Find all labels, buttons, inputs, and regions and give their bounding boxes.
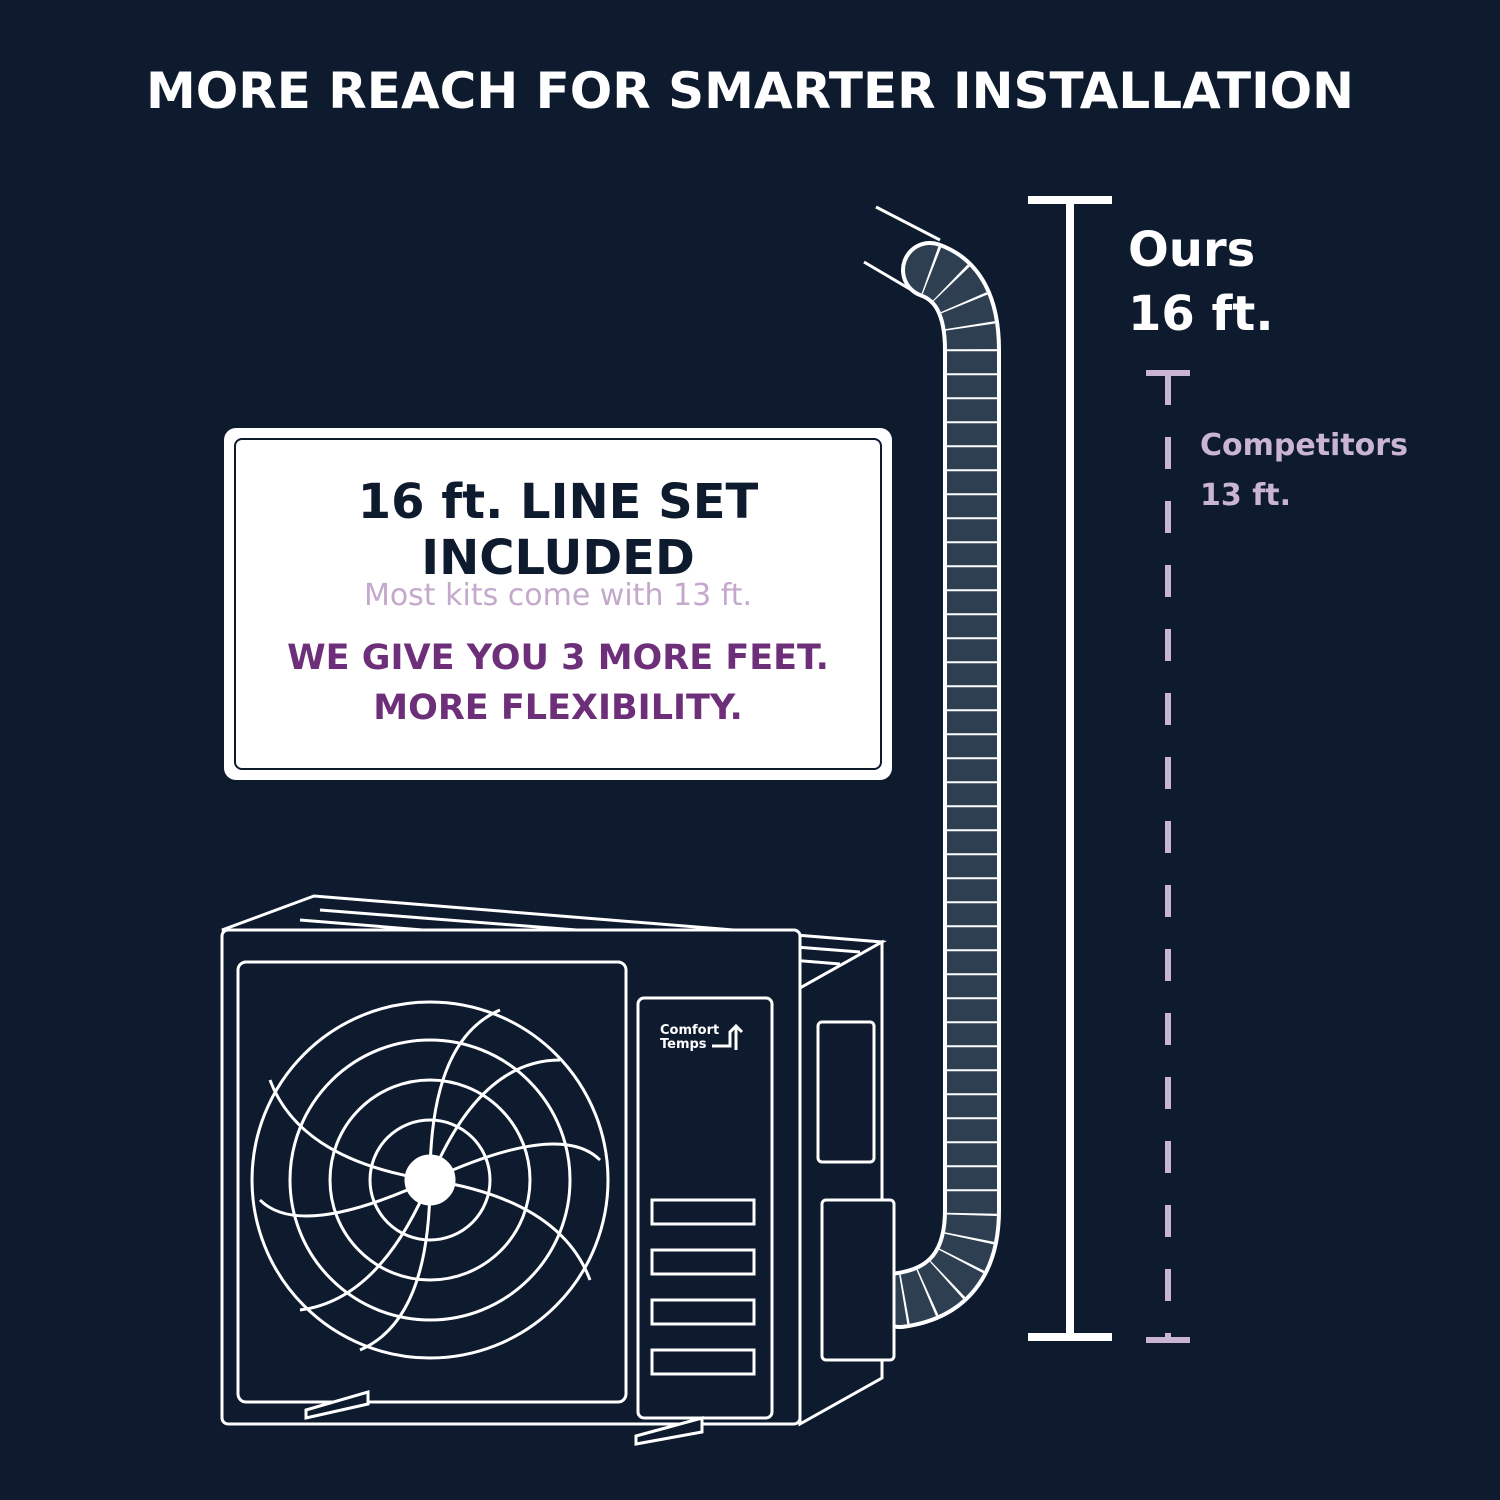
vent-slot-2 xyxy=(650,1248,756,1276)
lineset-wire-top xyxy=(875,205,941,242)
lineset-fill xyxy=(875,245,997,1325)
fan-grille-icon xyxy=(250,1000,610,1360)
vent-slot-3 xyxy=(650,1298,756,1326)
unit-service-valve-bottom xyxy=(820,1198,896,1362)
vent-slot-1 xyxy=(650,1198,756,1226)
vent-slot-4 xyxy=(650,1348,756,1376)
ours-measure-bar xyxy=(1028,196,1112,1341)
card-heading: 16 ft. LINE SET INCLUDED xyxy=(357,474,759,586)
card-emphasis: WE GIVE YOU 3 MORE FEET. MORE FLEXIBILIT… xyxy=(224,633,892,733)
air-conditioner-unit-icon xyxy=(220,894,896,1446)
brand-line2: Temps xyxy=(660,1037,707,1052)
unit-foot-left xyxy=(304,1390,370,1420)
brand-arrow-icon xyxy=(712,1023,744,1050)
card-emphasis-line2: MORE FLEXIBILITY. xyxy=(373,688,743,728)
card-emphasis-line1: WE GIVE YOU 3 MORE FEET. xyxy=(287,638,829,678)
competitors-label: Competitors xyxy=(1200,428,1408,463)
ours-label: Ours xyxy=(1128,222,1256,278)
card-subtext: Most kits come with 13 ft. xyxy=(363,578,753,613)
info-card-border xyxy=(234,438,882,770)
competitors-length: 13 ft. xyxy=(1200,478,1291,513)
brand-line1: Comfort xyxy=(660,1023,719,1038)
unit-service-valve-top xyxy=(816,1020,876,1164)
ours-length: 16 ft. xyxy=(1128,286,1274,342)
page-title: MORE REACH FOR SMARTER INSTALLATION xyxy=(145,62,1355,120)
competitors-measure-bar xyxy=(1146,370,1190,1343)
brand-logo-icon: Comfort Temps xyxy=(660,1023,744,1052)
info-card: 16 ft. LINE SET INCLUDED Most kits come … xyxy=(224,428,892,780)
refrigerant-line-set-icon xyxy=(863,205,1001,1329)
unit-foot-right xyxy=(634,1416,704,1446)
